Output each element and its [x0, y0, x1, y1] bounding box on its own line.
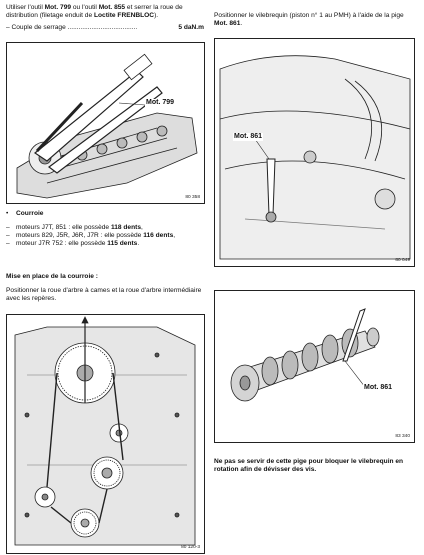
bullet-icon: • — [6, 210, 9, 217]
figure-crankshaft: Mot. 861 83 340 — [214, 290, 415, 443]
tool-ref-799: Mot. 799 — [44, 4, 72, 11]
engine-list: – moteurs J7T, 851 : elle possède 118 de… — [6, 224, 204, 248]
figure-ref-83340: 83 340 — [395, 434, 410, 439]
list-item: – moteurs 829, J5R, J6R, J7R : elle poss… — [6, 232, 176, 239]
intro-paragraph: Utiliser l'outil Mot. 799 ou l'outil Mot… — [6, 4, 183, 19]
torque-value: 5 daN.m — [178, 24, 204, 31]
tool-ref-861: Mot. 861 — [214, 20, 241, 27]
tool-ref-855: Mot. 855 — [98, 4, 126, 11]
section-title: Mise en place de la courroie : — [6, 273, 98, 280]
figure-ref-80049: 80 049 — [395, 258, 410, 263]
crankshaft-illustration — [230, 308, 380, 402]
positioning-paragraph: Positionner la roue d'arbre à cames et l… — [6, 287, 202, 302]
engine-head-illustration — [16, 53, 198, 199]
figure-crankshaft-pin: Mot. 861 80 049 — [214, 38, 415, 267]
figure-callout-mot-799: Mot. 799 — [145, 99, 176, 107]
figure-timing-belt: 80 120-3 — [6, 314, 205, 554]
crankshaft-pin-illustration — [219, 55, 411, 260]
torque-line: – Couple de serrage ....................… — [6, 24, 204, 31]
timing-belt-illustration — [14, 316, 196, 546]
warning-paragraph: Ne pas se servir de cette pige pour bloq… — [214, 458, 404, 473]
list-item: – moteurs J7T, 851 : elle possède 118 de… — [6, 224, 143, 231]
courroie-heading: •Courroie — [6, 210, 44, 217]
figure-ref-80120: 80 120-3 — [181, 545, 200, 550]
list-item: – moteur J7R 752 : elle possède 115 dent… — [6, 240, 140, 247]
figure-mot-799: Mot. 799 80 358 — [6, 42, 205, 204]
figure-ref-80358: 80 358 — [185, 195, 200, 200]
right-intro-paragraph: Positionner le vilebrequin (piston n° 1 … — [214, 12, 404, 27]
figure-callout-mot-861-top: Mot. 861 — [233, 133, 264, 141]
figure-callout-mot-861-bottom: Mot. 861 — [363, 384, 394, 392]
product-name: Loctite FRENBLOC — [93, 12, 155, 19]
